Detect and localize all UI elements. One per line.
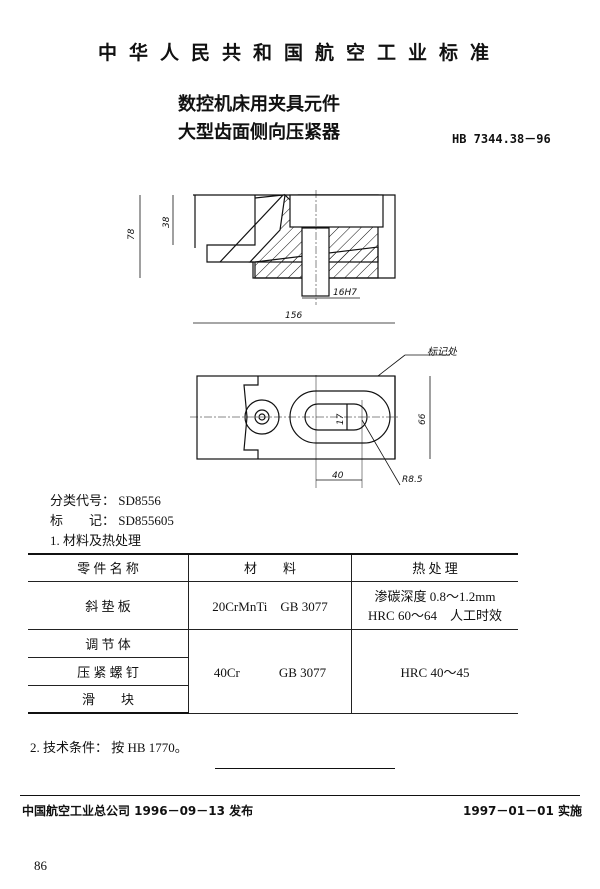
part-name: 调 节 体 xyxy=(28,628,189,658)
mark-code: SD855605 xyxy=(118,513,174,528)
part-name: 滑 块 xyxy=(28,684,189,714)
title-line-1: 数控机床用夹具元件 xyxy=(178,94,340,115)
publisher: 中国航空工业总公司 1996－09－13 发布 xyxy=(22,804,254,818)
material: 40Cr GB 3077 xyxy=(188,628,352,714)
dim-r8-5: R8.5 xyxy=(402,475,423,485)
part-name: 压 紧 螺 钉 xyxy=(28,656,189,686)
treatment: HRC 40～45 xyxy=(351,628,518,714)
treatment-line: HRC 60～64 人工时效 xyxy=(368,608,502,623)
effective-date: 1997－01－01 实施 xyxy=(463,804,582,818)
title-line-2: 大型齿面侧向压紧器 xyxy=(178,122,340,143)
table-row: 压 紧 螺 钉 xyxy=(28,656,518,686)
front-section-view xyxy=(139,190,396,324)
plan-view xyxy=(190,354,450,488)
treatment-line: 渗碳深度 0.8～1.2mm xyxy=(374,589,496,604)
header-material: 材 料 xyxy=(188,553,352,582)
page-number: 86 xyxy=(34,858,47,873)
dim-17: 17 xyxy=(336,413,346,425)
part-name: 斜 垫 板 xyxy=(28,580,189,630)
table-header-row: 零 件 名 称 材 料 热 处 理 xyxy=(28,553,518,582)
section-1-heading: 1. 材料及热处理 xyxy=(50,533,142,548)
header-treatment: 热 处 理 xyxy=(351,553,518,582)
dim-66: 66 xyxy=(418,413,428,425)
materials-table: 零 件 名 称 材 料 热 处 理 斜 垫 板 20CrMnTi GB 3077… xyxy=(28,553,518,714)
dim-156: 156 xyxy=(285,311,302,321)
table-row: 调 节 体 40Cr GB 3077 HRC 40～45 xyxy=(28,628,518,714)
material: 20CrMnTi GB 3077 xyxy=(188,580,352,630)
footer-rule xyxy=(20,795,580,796)
class-code-label: 分类代号： xyxy=(50,493,116,508)
standard-code: HB 7344.38－96 xyxy=(452,132,551,146)
organization-heading: 中华人民共和国航空工业标准 xyxy=(98,42,502,64)
end-rule xyxy=(215,768,395,769)
dim-78: 78 xyxy=(127,228,137,240)
dim-38: 38 xyxy=(162,216,172,228)
dim-40: 40 xyxy=(332,471,344,481)
dim-16h7: 16H7 xyxy=(333,288,357,298)
mark-label: 标 记： xyxy=(50,513,116,528)
mark-location-label: 标记处 xyxy=(427,346,458,358)
class-code: SD8556 xyxy=(118,493,161,508)
technical-conditions: 2. 技术条件： 按 HB 1770。 xyxy=(30,740,188,755)
table-row: 滑 块 xyxy=(28,684,518,714)
header-part: 零 件 名 称 xyxy=(28,553,189,582)
technical-drawing: 78 38 16H7 156 标记处 17 66 40 xyxy=(127,190,458,488)
